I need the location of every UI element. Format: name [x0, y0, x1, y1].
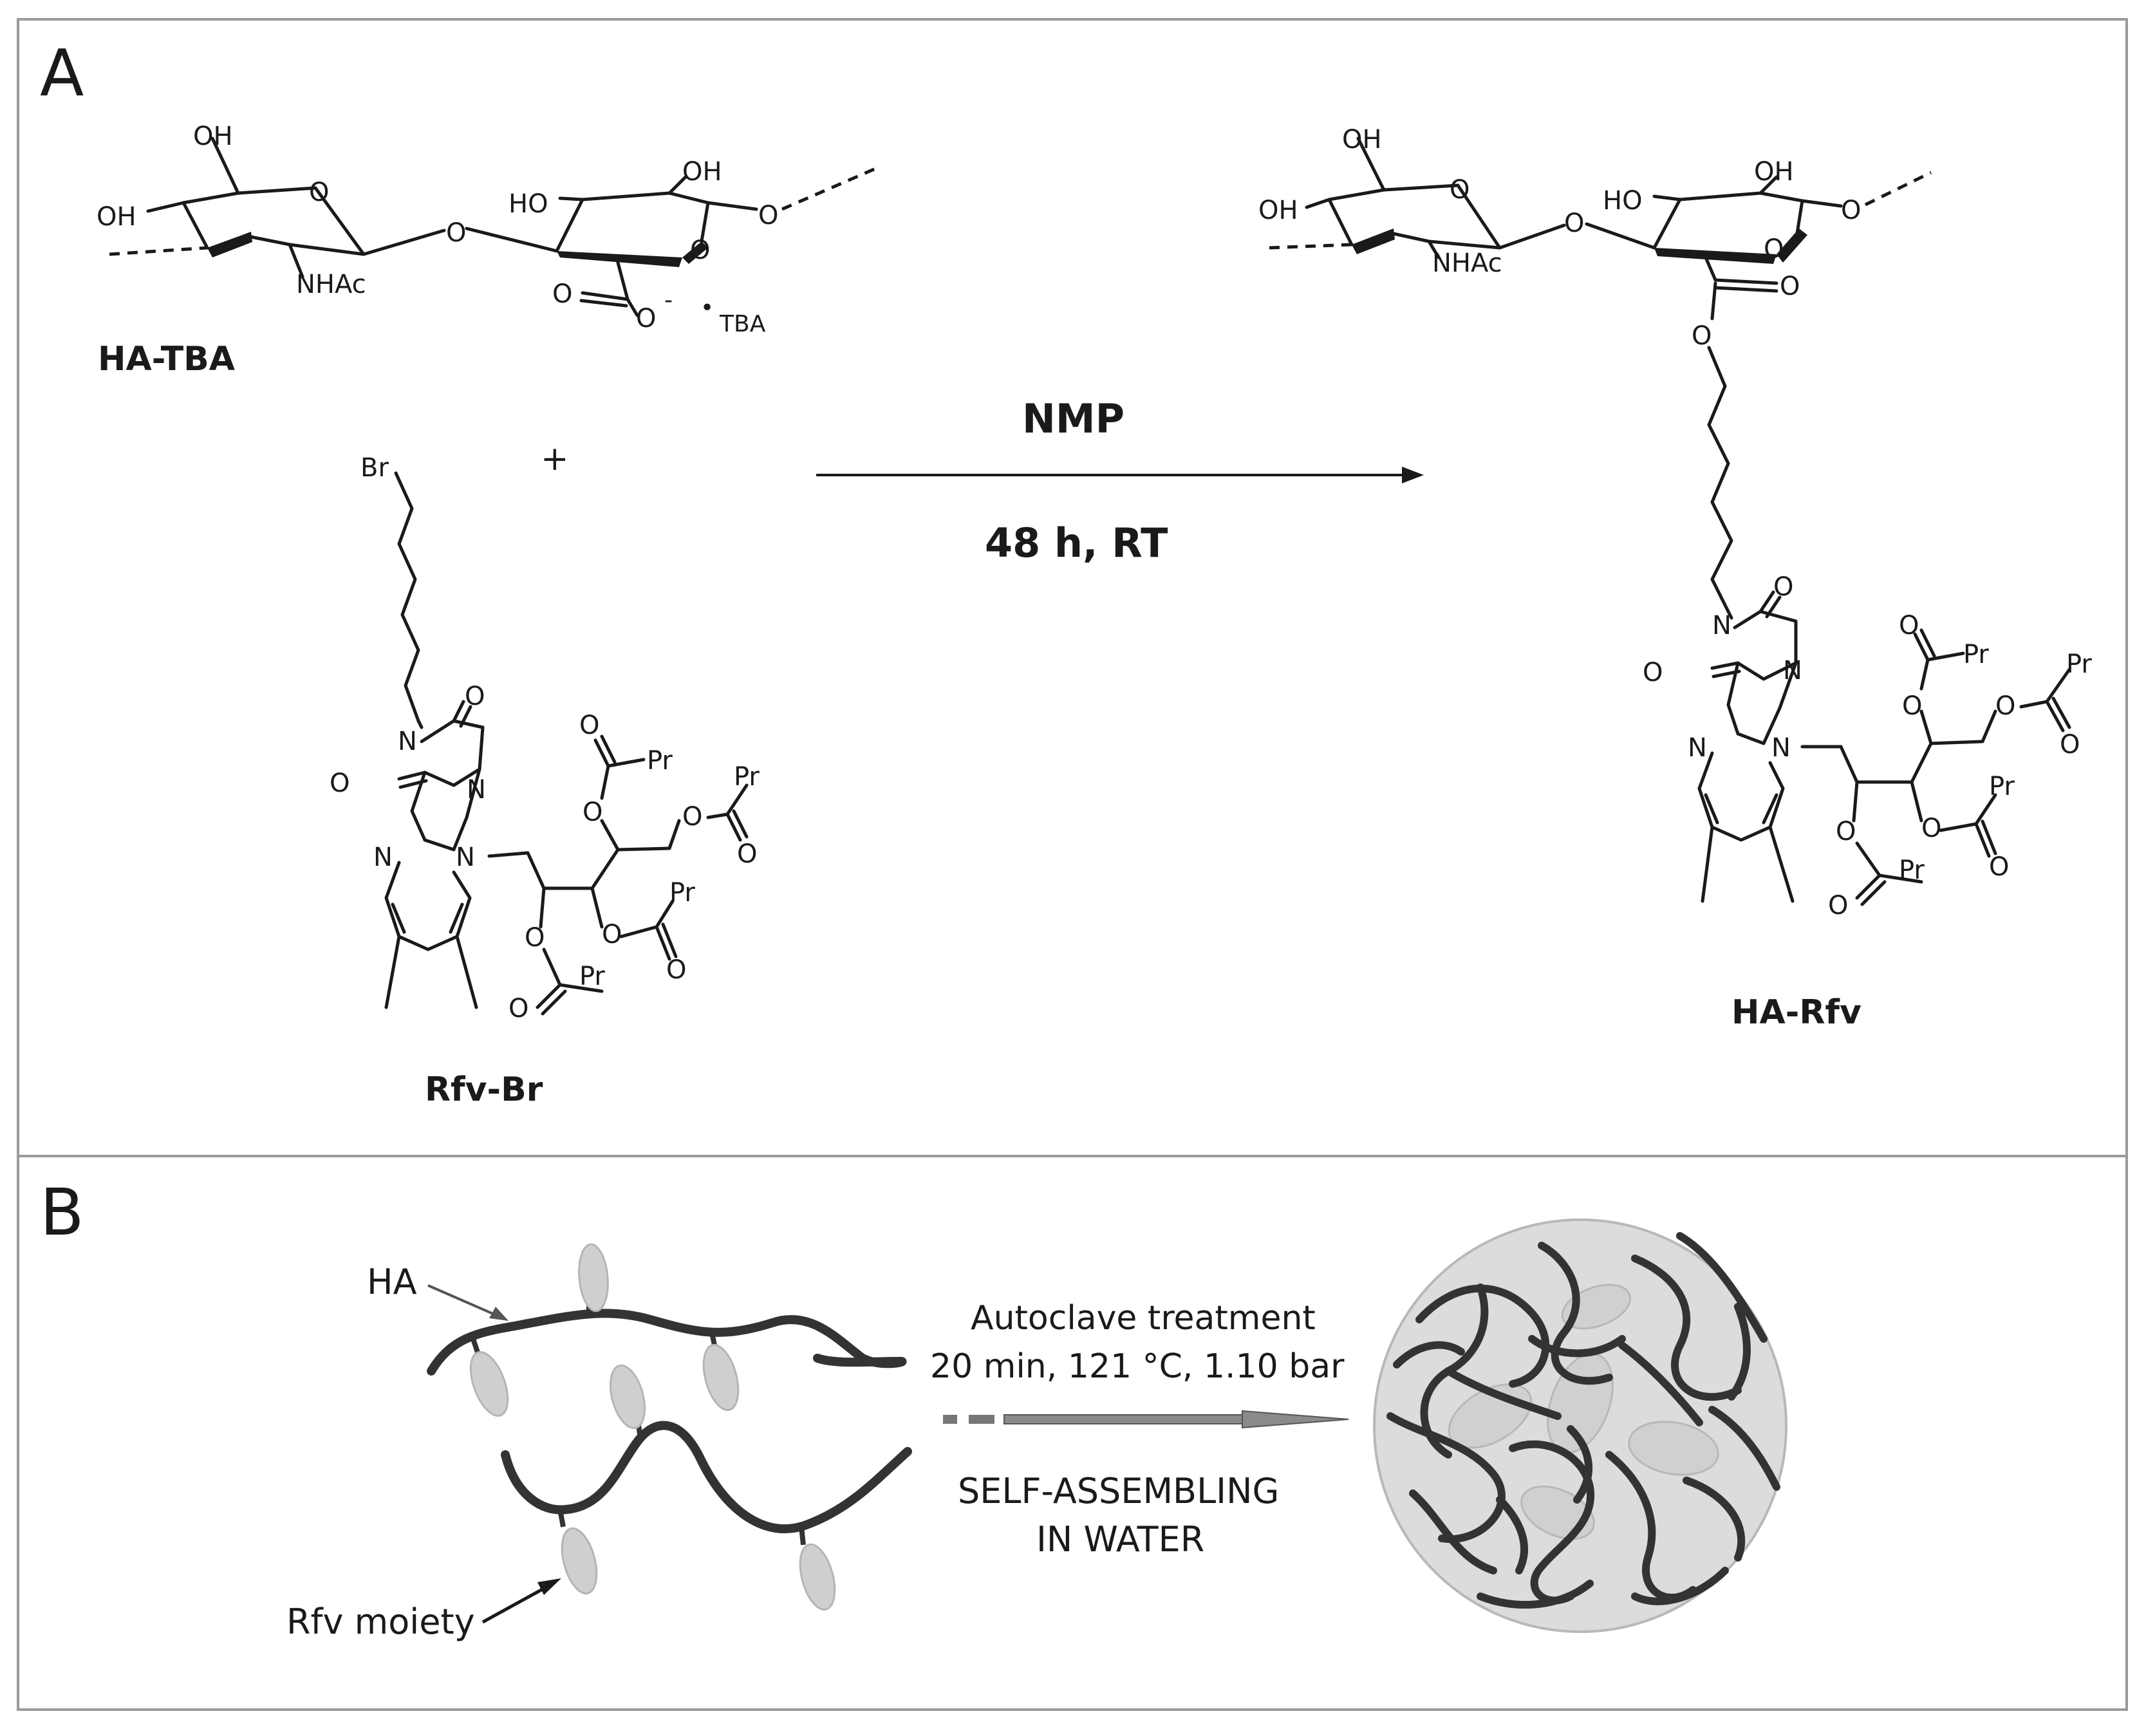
- atom-o: O: [509, 994, 528, 1023]
- ha-rfv-structure: OH OH O NHAc O HO OH O O O O N O N O: [1258, 125, 2092, 920]
- atom-o: O: [1902, 691, 1922, 721]
- reaction-arrowhead: [1402, 467, 1424, 483]
- panel-b-frame: [17, 1155, 2128, 1711]
- treatment-line-2: 20 min, 121 °C, 1.10 bar: [930, 1347, 1345, 1386]
- atom-ho: HO: [1603, 186, 1643, 216]
- atom-pr: Pr: [1899, 855, 1925, 885]
- charge-minus: -: [664, 287, 673, 313]
- atom-o: O: [1692, 321, 1712, 351]
- atom-pr: Pr: [734, 762, 760, 792]
- process-arrow: [943, 1410, 1349, 1429]
- atom-pr: Pr: [669, 878, 695, 908]
- atom-o: O: [1899, 611, 1919, 640]
- atom-o: O: [1921, 814, 1941, 843]
- atom-oh: OH: [193, 122, 233, 151]
- reagent-label: NMP: [1022, 395, 1124, 442]
- atom-n: N: [456, 843, 475, 872]
- atom-oh: OH: [1258, 196, 1298, 225]
- rfv-br-label: Rfv-Br: [425, 1070, 543, 1109]
- atom-o: O: [309, 178, 329, 207]
- atom-o: O: [636, 304, 656, 333]
- atom-o: O: [758, 201, 778, 230]
- atom-o: O: [1764, 234, 1784, 264]
- nanoparticle: [1373, 1218, 1787, 1633]
- atom-o: O: [1836, 817, 1856, 846]
- atom-o: O: [1780, 272, 1800, 301]
- atom-o: O: [1989, 852, 2009, 882]
- panel-a-label: A: [40, 35, 84, 111]
- atom-pr: Pr: [579, 962, 605, 991]
- treatment-line-1: Autoclave treatment: [971, 1299, 1316, 1338]
- atom-oh: OH: [1342, 125, 1382, 154]
- ha-rfv-label: HA-Rfv: [1731, 993, 1861, 1032]
- ha-callout-arrow: [427, 1284, 499, 1318]
- atom-o: O: [525, 923, 545, 953]
- atom-o: O: [1773, 572, 1793, 602]
- atom-o: O: [1841, 196, 1861, 225]
- panel-b-label: B: [40, 1175, 84, 1250]
- atom-pr: Pr: [2066, 649, 2092, 679]
- atom-o: O: [1995, 691, 2015, 721]
- atom-o: O: [737, 839, 757, 869]
- atom-o: O: [602, 920, 622, 949]
- atom-o: O: [583, 798, 602, 827]
- atom-nhac: NHAc: [1432, 248, 1502, 278]
- conditions-label: 48 h, RT: [985, 519, 1168, 566]
- ha-callout-arrowhead: [489, 1307, 509, 1321]
- atom-oh: OH: [97, 202, 136, 232]
- rfv-callout-arrow: [481, 1585, 548, 1624]
- rfv-callout-arrowhead: [537, 1578, 561, 1595]
- atom-o: O: [552, 279, 572, 309]
- atom-o: O: [330, 769, 350, 798]
- atom-o: O: [666, 955, 686, 985]
- atom-pr: Pr: [1963, 640, 1989, 669]
- process-line-1: SELF-ASSEMBLING: [958, 1471, 1279, 1511]
- atom-n: N: [1688, 733, 1707, 763]
- ha-callout-label: HA: [367, 1262, 417, 1302]
- atom-tba: TBA: [719, 311, 766, 337]
- process-line-2: IN WATER: [1036, 1519, 1204, 1560]
- atom-n: N: [1771, 733, 1791, 763]
- atom-o: O: [2060, 730, 2080, 760]
- atom-o: O: [1643, 658, 1663, 687]
- rfv-br-structure: Br N O N O N N O O Pr O: [330, 453, 760, 1023]
- charge-plus-dot: •: [700, 295, 714, 321]
- panel-a-frame: [17, 18, 2128, 1157]
- atom-o: O: [1564, 209, 1584, 238]
- ha-tba-structure: OH OH O NHAc O HO OH O O O O - • TBA: [97, 122, 876, 337]
- atom-o: O: [465, 682, 485, 711]
- atom-pr: Pr: [1989, 772, 2015, 801]
- atom-o: O: [682, 802, 702, 832]
- atom-o: O: [690, 236, 710, 265]
- atom-n: N: [398, 727, 417, 756]
- atom-o: O: [1450, 175, 1470, 205]
- plus-sign: +: [541, 440, 569, 478]
- atom-o: O: [579, 711, 599, 740]
- atom-ho: HO: [509, 189, 548, 219]
- atom-oh: OH: [682, 157, 722, 187]
- atom-n: N: [1712, 611, 1731, 640]
- atom-o: O: [1828, 891, 1848, 920]
- ha-tba-label: HA-TBA: [98, 340, 235, 378]
- atom-nhac: NHAc: [296, 270, 366, 299]
- atom-n: N: [373, 843, 393, 872]
- atom-pr: Pr: [647, 746, 673, 776]
- rfv-callout-label: Rfv moiety: [286, 1601, 475, 1642]
- atom-oh: OH: [1754, 157, 1794, 187]
- atom-o: O: [446, 218, 466, 248]
- atom-br: Br: [360, 453, 389, 483]
- ha-rfv-chains: [427, 1243, 912, 1611]
